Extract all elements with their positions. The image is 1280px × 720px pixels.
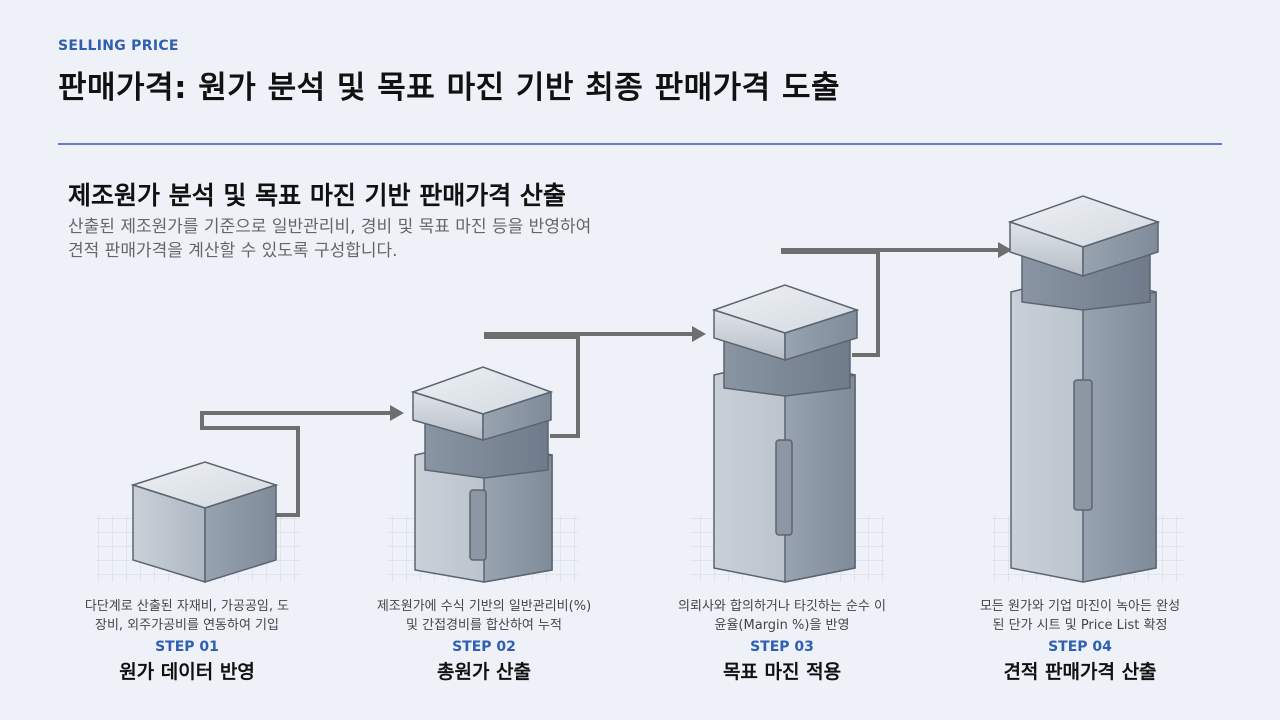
eyebrow-label: SELLING PRICE [58,38,179,54]
arrow-head-icon [390,242,1012,421]
step-description-line: 제조원가에 수식 기반의 일반관리비(%) [376,599,592,614]
step-title: 원가 데이터 반영 [119,661,255,683]
step-description-line: 된 단가 시트 및 Price List 확정 [992,618,1168,633]
step-card-3: 의뢰사와 합의하거나 타깃하는 순수 이 윤율(Margin %)을 반영 ST… [652,597,912,684]
step-description-line: 및 간접경비를 합산하여 누적 [406,618,562,633]
step-description-line: 모든 원가와 기업 마진이 녹아든 완성 [979,599,1181,614]
title-divider [58,143,1222,145]
step-description: 의뢰사와 합의하거나 타깃하는 순수 이 윤율(Margin %)을 반영 [652,597,912,635]
step-number: STEP 01 [155,639,219,655]
section-description-line: 산출된 제조원가를 기준으로 일반관리비, 경비 및 목표 마진 등을 반영하여 [68,217,592,237]
step-card-2: 제조원가에 수식 기반의 일반관리비(%) 및 간접경비를 합산하여 누적 ST… [354,597,614,684]
step-connector-arrows [200,248,998,517]
step-title: 견적 판매가격 산출 [1003,661,1157,683]
step-description-line: 의뢰사와 합의하거나 타깃하는 순수 이 [678,599,886,614]
pillar-block-icon [410,366,554,583]
step-description: 제조원가에 수식 기반의 일반관리비(%) 및 간접경비를 합산하여 누적 [354,597,614,635]
step-description: 모든 원가와 기업 마진이 녹아든 완성 된 단가 시트 및 Price Lis… [950,597,1210,635]
step-description-line: 다단계로 산출된 자재비, 가공공임, 도 [84,599,290,614]
pillar-block-icon [1007,195,1161,583]
step-number: STEP 04 [1048,639,1112,655]
section-title: 제조원가 분석 및 목표 마진 기반 판매가격 산출 [68,181,566,210]
step-number: STEP 02 [452,639,516,655]
step-title: 총원가 산출 [436,661,531,683]
step-description-line: 장비, 외주가공비를 연동하여 기입 [95,618,279,633]
page-title: 판매가격: 원가 분석 및 목표 마진 기반 최종 판매가격 도출 [58,70,840,106]
step-description: 다단계로 산출된 자재비, 가공공임, 도 장비, 외주가공비를 연동하여 기입 [57,597,317,635]
cube-block-icon [130,461,279,584]
pillar-block-icon [711,284,860,583]
step-number: STEP 03 [750,639,814,655]
step-title: 목표 마진 적용 [722,661,842,683]
section-description: 산출된 제조원가를 기준으로 일반관리비, 경비 및 목표 마진 등을 반영하여… [68,215,728,263]
step-card-4: 모든 원가와 기업 마진이 녹아든 완성 된 단가 시트 및 Price Lis… [950,597,1210,684]
step-description-line: 윤율(Margin %)을 반영 [714,618,850,633]
section-description-line: 견적 판매가격을 계산할 수 있도록 구성합니다. [68,241,398,261]
step-card-1: 다단계로 산출된 자재비, 가공공임, 도 장비, 외주가공비를 연동하여 기입… [57,597,317,684]
